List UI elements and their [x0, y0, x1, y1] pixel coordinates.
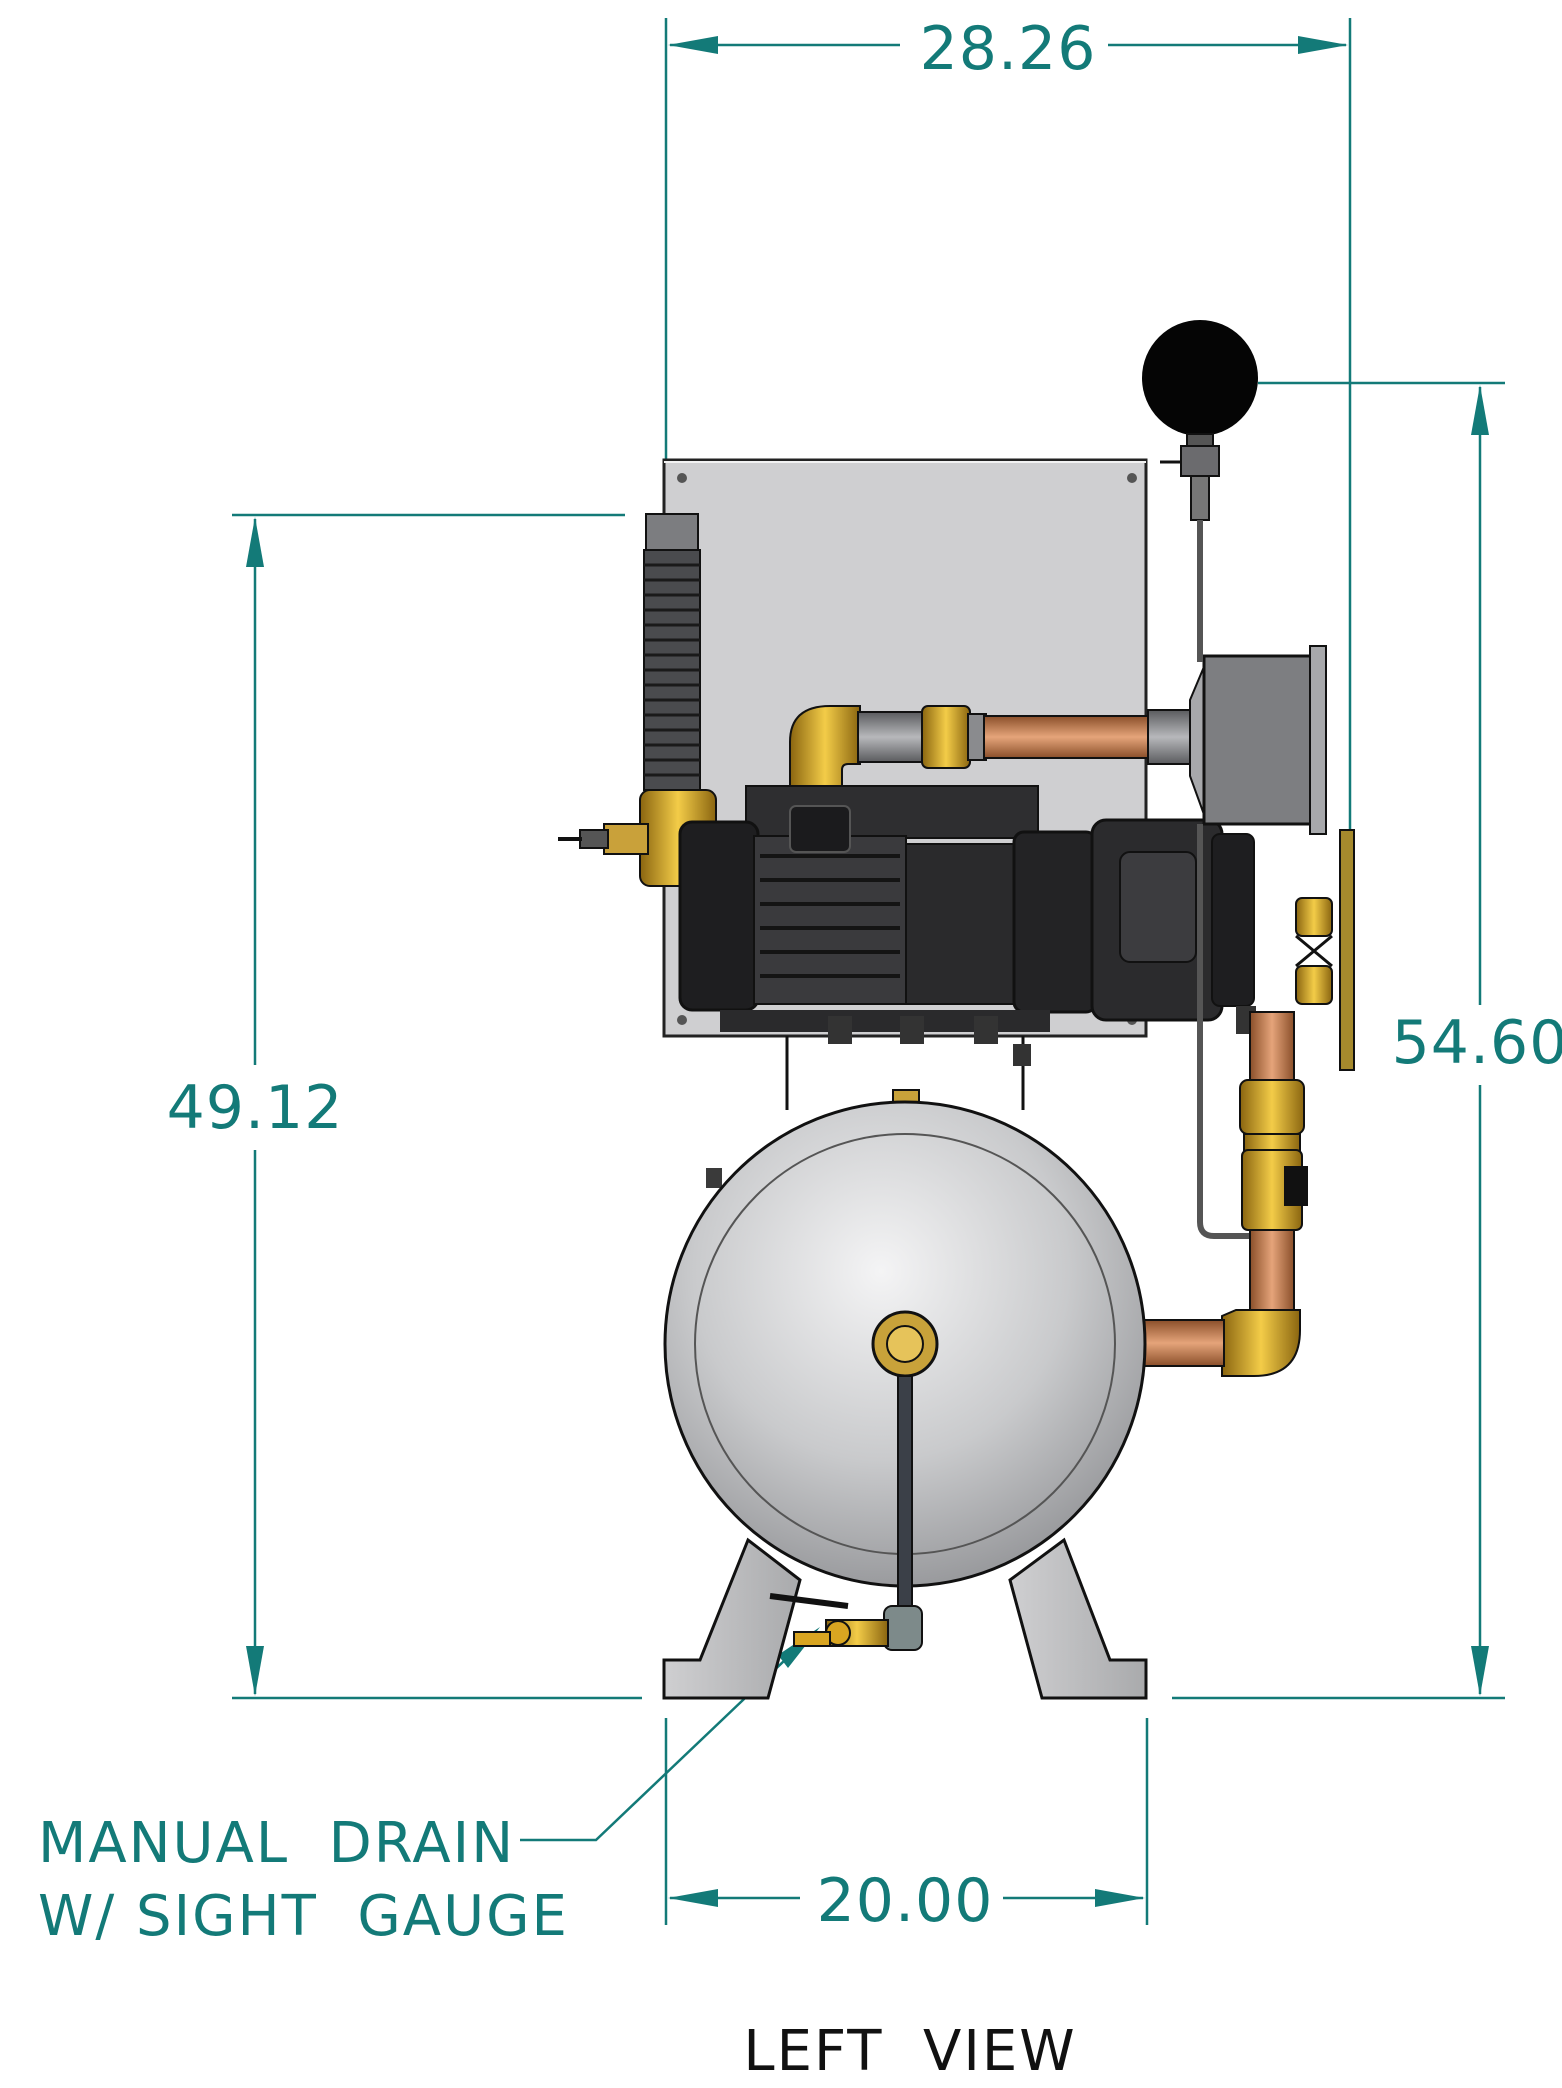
air-tank [662, 1089, 1148, 1700]
dimension-tank-height: 49.12 [167, 513, 642, 1700]
intake-filter [643, 513, 701, 827]
dimension-overall-width: 28.26 [664, 14, 1352, 830]
manual-drain-callout: MANUAL DRAIN W/ SIGHT GAUGE [38, 1627, 820, 1949]
dimension-overall-height: 54.60 [1172, 381, 1562, 1700]
discharge-pipe-upper [789, 705, 1195, 787]
callout-line-1: MANUAL DRAIN [38, 1811, 515, 1876]
motor-pump [678, 785, 1256, 1044]
compressor-illustration [558, 320, 1355, 1700]
callout-line-2: W/ SIGHT GAUGE [38, 1884, 569, 1949]
tank-height-label: 49.12 [167, 1073, 344, 1143]
overall-height-label: 54.60 [1392, 1008, 1562, 1078]
base-width-label: 20.00 [817, 1866, 994, 1936]
gauge-housing [1189, 645, 1327, 835]
dimension-base-width: 20.00 [664, 1718, 1149, 1936]
discharge-pipe-vertical [1143, 1011, 1308, 1377]
float-ball [1142, 320, 1258, 1239]
right-valves [1295, 829, 1355, 1071]
overall-width-label: 28.26 [920, 14, 1097, 84]
view-label: LEFT VIEW [743, 2019, 1076, 2084]
